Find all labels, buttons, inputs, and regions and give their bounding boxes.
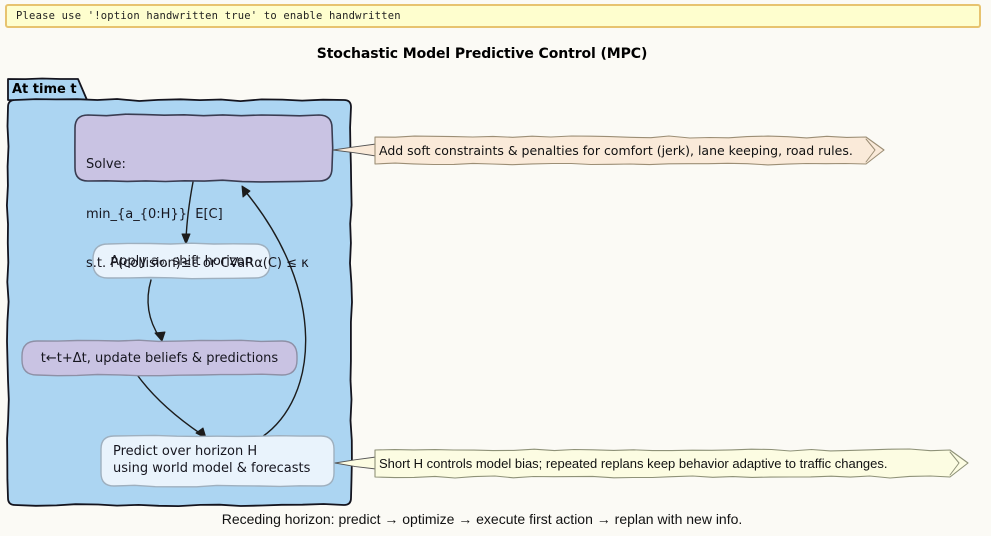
- note-short-horizon-fold: [949, 451, 960, 476]
- frame-tab-label: At time t: [12, 82, 77, 97]
- node-update-shape: [21, 339, 298, 377]
- node-solve: Solve: min_{a_{0:H}} E[C] s.t. P(collisi…: [86, 124, 309, 306]
- frame-body-shape: [6, 98, 353, 507]
- node-predict: Predict over horizon H using world model…: [113, 443, 310, 477]
- solve-line-2: min_{a_{0:H}} E[C]: [86, 206, 223, 222]
- arrow-update-to-predict: [137, 375, 202, 435]
- note-soft-constraints-fold: [865, 138, 876, 163]
- page-title: Stochastic Model Predictive Control (MPC…: [316, 46, 648, 62]
- banner-text: Please use '!option handwritten true' to…: [16, 10, 401, 22]
- node-apply: Apply a₀, shift horizon: [110, 253, 253, 269]
- node-predict-shape: [100, 434, 335, 488]
- note-short-horizon-shape: [374, 448, 969, 479]
- node-update: t←t+Δt, update beliefs & predictions: [40, 350, 279, 366]
- arrowhead-predict-to-solve: [241, 185, 251, 198]
- note-soft-constraints: Add soft constraints & penalties for com…: [379, 143, 853, 158]
- arrowhead-apply-to-update: [154, 331, 166, 342]
- note-soft-constraints-shape: [374, 135, 885, 166]
- node-apply-shape: [92, 242, 271, 280]
- solve-line-3: s.t. P(collision)≤ε or CVaRα(C) ≤ κ: [86, 256, 309, 271]
- arrowhead-solve-to-apply: [181, 233, 191, 245]
- note-short-horizon: Short H controls model bias; repeated re…: [379, 456, 888, 471]
- node-solve-shape: [74, 113, 334, 183]
- predict-line-2: using world model & forecasts: [113, 461, 311, 476]
- handwritten-option-banner: Please use '!option handwritten true' to…: [5, 4, 981, 28]
- arrowhead-update-to-predict: [195, 427, 207, 439]
- predict-line-1: Predict over horizon H: [113, 444, 258, 459]
- arrow-predict-to-solve: [244, 190, 307, 438]
- diagram-caption: Receding horizon: predict → optimize → e…: [221, 511, 743, 527]
- solve-line-1: Solve:: [86, 157, 126, 172]
